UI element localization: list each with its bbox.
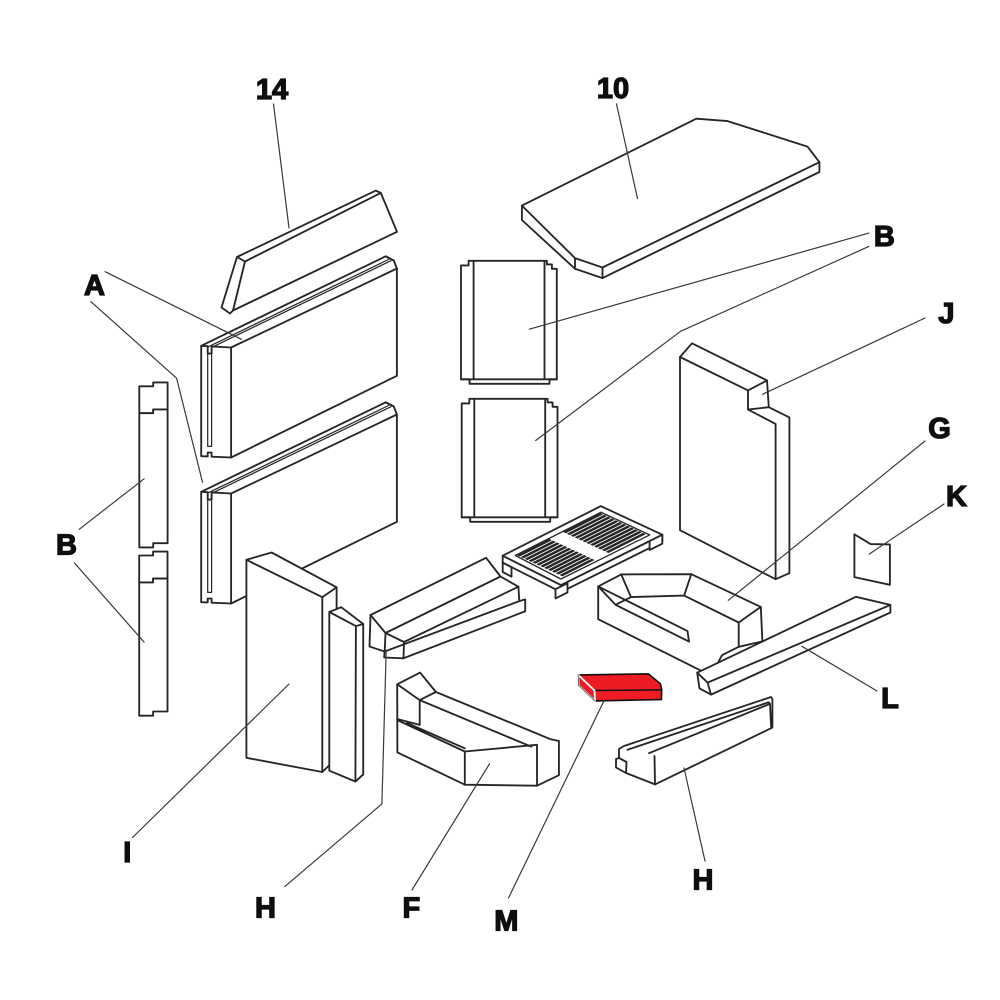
svg-text:10: 10 (597, 73, 629, 105)
svg-text:H: H (693, 865, 714, 897)
svg-text:M: M (494, 906, 518, 938)
svg-text:B: B (56, 530, 77, 562)
svg-text:A: A (84, 270, 105, 302)
svg-text:J: J (938, 298, 954, 330)
svg-text:B: B (874, 221, 895, 253)
svg-text:14: 14 (256, 74, 288, 106)
svg-text:L: L (881, 683, 899, 715)
svg-text:K: K (946, 481, 967, 513)
svg-text:F: F (402, 893, 420, 925)
svg-text:G: G (928, 413, 951, 445)
svg-text:I: I (123, 837, 131, 869)
svg-text:H: H (255, 893, 276, 925)
